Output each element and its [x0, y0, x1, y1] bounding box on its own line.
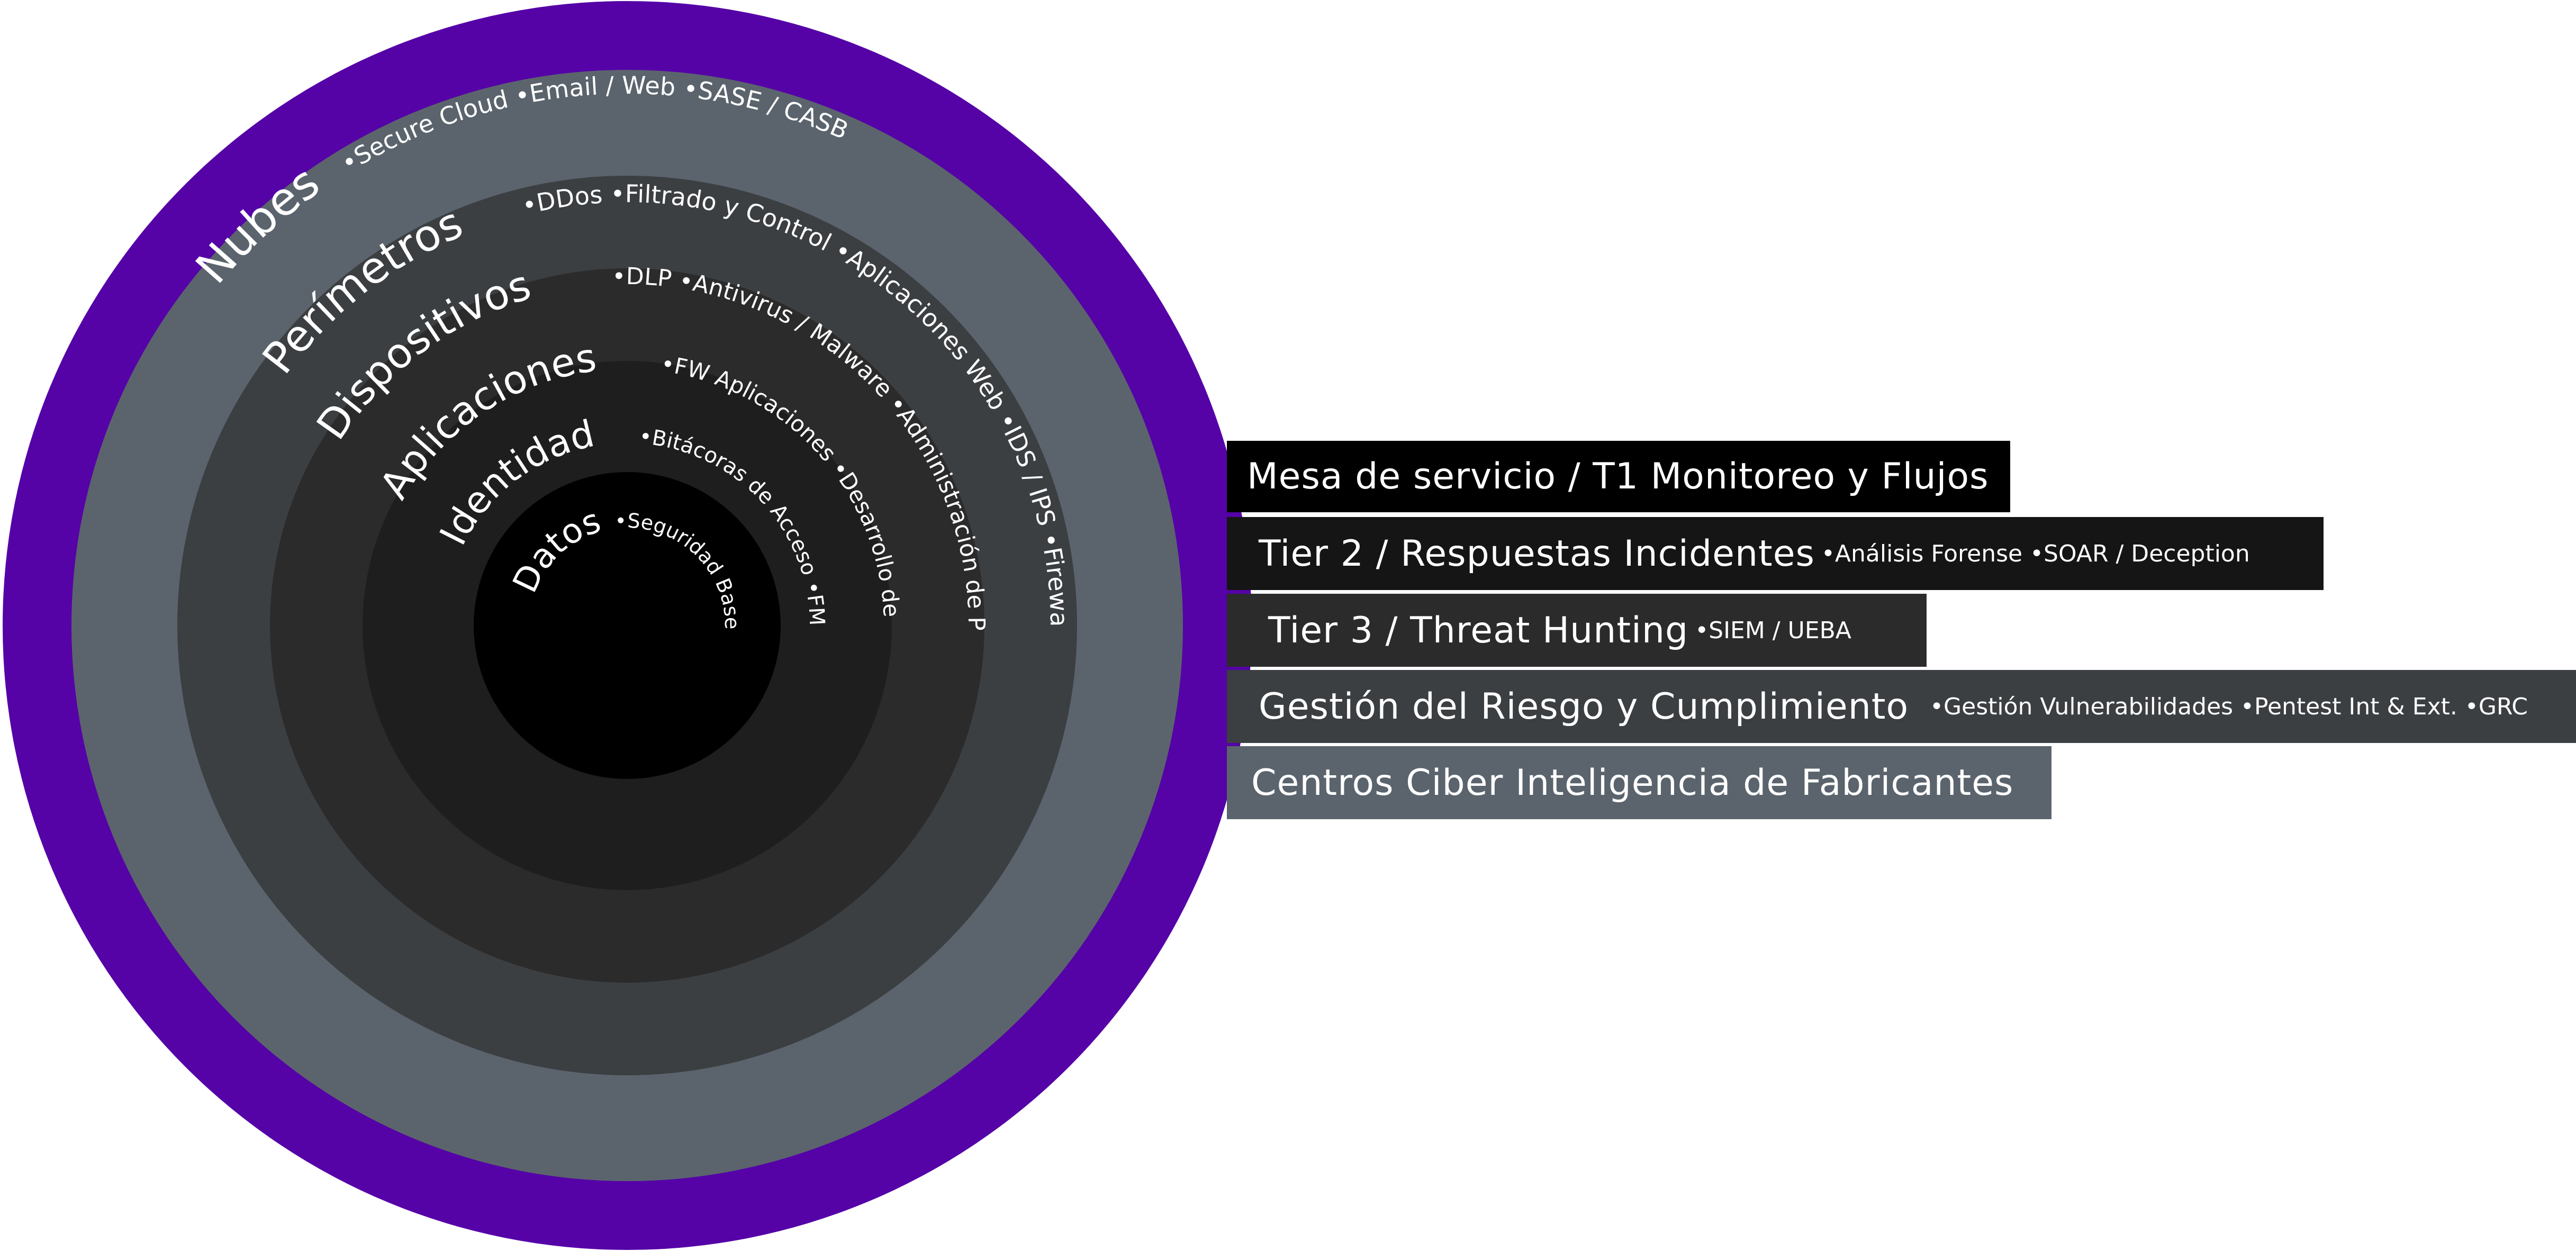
bar-inteligencia-title: Centros Ciber Inteligencia de Fabricante… [1251, 762, 2014, 804]
bar-tier3-items: •SIEM / UEBA [1695, 617, 1851, 644]
bar-riesgo-title: Gestión del Riesgo y Cumplimiento [1259, 685, 1909, 728]
bar-tier2-items: •Análisis Forense •SOAR / Deception [1821, 540, 2250, 567]
bar-riesgo-items: •Gestión Vulnerabilidades •Pentest Int &… [1930, 693, 2528, 720]
bar-tier2-title: Tier 2 / Respuestas Incidentes [1259, 532, 1815, 575]
bar-tier1-title: Mesa de servicio / T1 Monitoreo y Flujos [1247, 456, 1989, 497]
bar-tier2: Tier 2 / Respuestas Incidentes •Análisis… [1227, 517, 2324, 590]
bar-tier1: Mesa de servicio / T1 Monitoreo y Flujos [1227, 441, 2010, 512]
bar-tier3-title: Tier 3 / Threat Hunting [1268, 609, 1689, 651]
bar-tier3: Tier 3 / Threat Hunting •SIEM / UEBA [1227, 594, 1927, 667]
ring-datos [474, 472, 781, 779]
bar-riesgo: Gestión del Riesgo y Cumplimiento •Gesti… [1227, 670, 2576, 743]
bar-inteligencia: Centros Ciber Inteligencia de Fabricante… [1227, 746, 2051, 819]
